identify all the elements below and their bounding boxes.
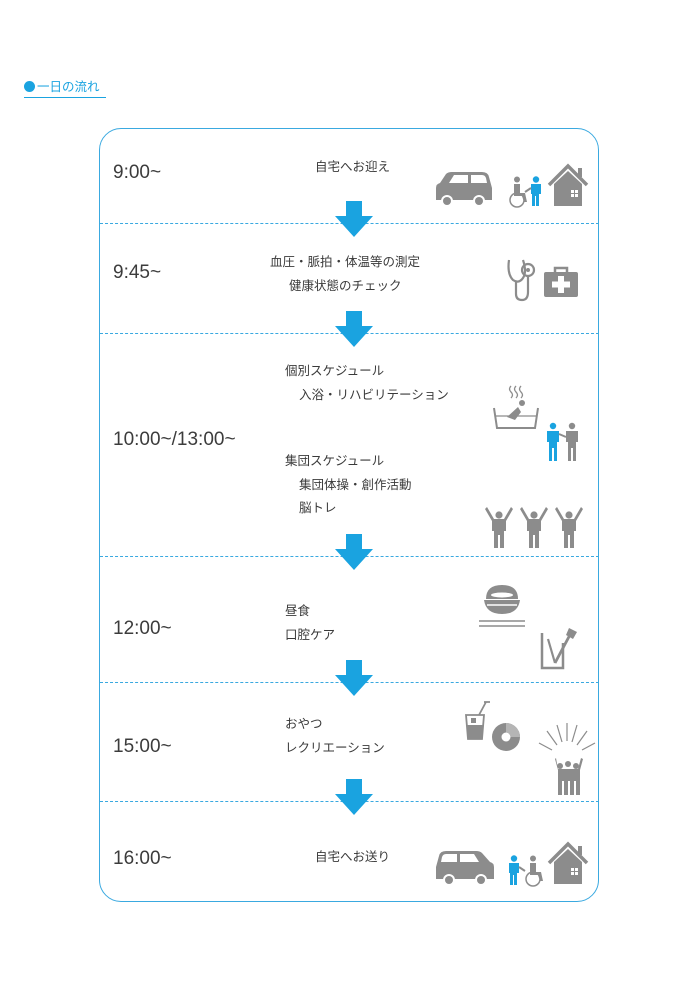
house-icon bbox=[547, 163, 589, 206]
rehab-assist-icon bbox=[547, 422, 578, 461]
activity-text: 血圧・脈拍・体温等の測定 bbox=[270, 254, 421, 269]
schedule-frame bbox=[99, 128, 599, 902]
exercise-people-icon bbox=[485, 507, 583, 548]
activity-text: おやつ bbox=[285, 716, 323, 731]
activity-text: 入浴・リハビリテーション bbox=[299, 387, 449, 402]
activity-text: 昼食 bbox=[285, 603, 311, 618]
time-label: 15:00~ bbox=[113, 736, 172, 757]
toothbrush-cup-icon bbox=[540, 628, 577, 670]
time-label: 12:00~ bbox=[113, 618, 172, 639]
activity-text: 口腔ケア bbox=[285, 627, 336, 642]
cookie-icon bbox=[492, 723, 520, 751]
time-label: 9:00~ bbox=[113, 162, 162, 183]
section-title-text: 一日の流れ bbox=[37, 79, 100, 94]
activity-text: 自宅へお送り bbox=[315, 849, 391, 864]
bathing-icon bbox=[493, 385, 539, 429]
time-label: 9:45~ bbox=[113, 262, 162, 283]
activity-text: 健康状態のチェック bbox=[289, 278, 402, 293]
activity-text: 個別スケジュール bbox=[285, 363, 385, 378]
down-arrow-icon bbox=[335, 779, 373, 815]
car-icon bbox=[436, 172, 492, 207]
activity-text: レクリエーション bbox=[285, 740, 385, 755]
down-arrow-icon bbox=[335, 660, 373, 696]
house-icon bbox=[547, 841, 589, 884]
activity-text: 集団体操・創作活動 bbox=[299, 477, 412, 492]
down-arrow-icon bbox=[335, 311, 373, 347]
time-label: 16:00~ bbox=[113, 848, 172, 869]
activity-text: 自宅へお迎え bbox=[315, 159, 391, 174]
down-arrow-icon bbox=[335, 201, 373, 237]
first-aid-kit-icon bbox=[544, 266, 578, 297]
wheelchair-caregiver-icon bbox=[509, 855, 543, 887]
activity-text: 脳トレ bbox=[299, 500, 337, 515]
rice-bowl-icon bbox=[479, 585, 525, 627]
down-arrow-icon bbox=[335, 534, 373, 570]
car-icon bbox=[436, 851, 494, 886]
drink-icon bbox=[465, 701, 490, 740]
wheelchair-caregiver-icon bbox=[509, 176, 541, 208]
activity-text: 集団スケジュール bbox=[285, 453, 385, 468]
section-title: 一日の流れ bbox=[24, 76, 106, 98]
cheering-group-icon bbox=[538, 723, 596, 795]
stethoscope-icon bbox=[507, 259, 536, 302]
time-label: 10:00~/13:00~ bbox=[113, 429, 236, 450]
bullet-icon bbox=[24, 81, 35, 92]
